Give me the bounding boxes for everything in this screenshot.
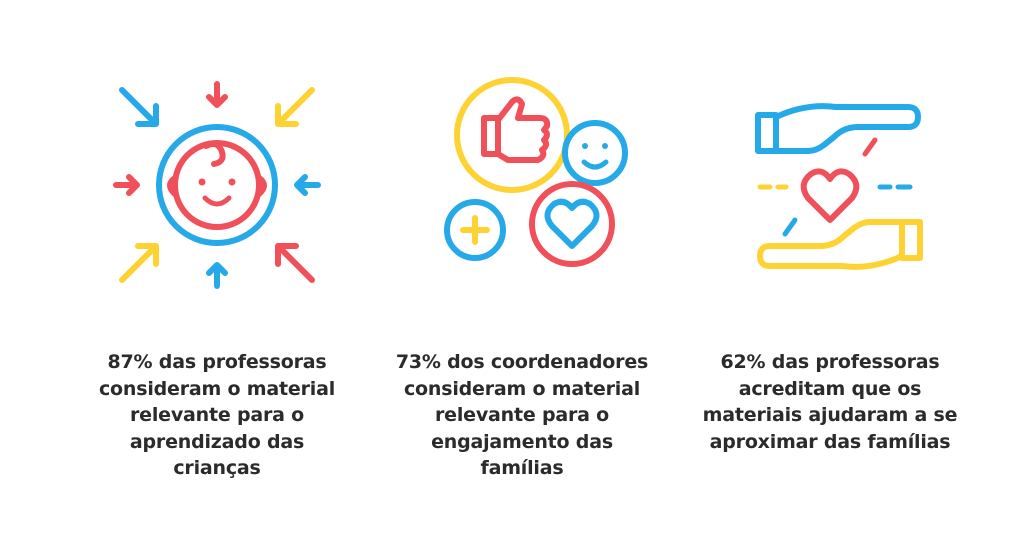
stat-card-family-approach: 62% das professoras acreditam que os mat…	[680, 0, 980, 533]
stat-card-family-engagement: 73% dos coordenadores consideram o mater…	[372, 0, 672, 533]
caption-line: acreditam que os	[738, 377, 922, 400]
caption-line: relevante para o	[434, 404, 610, 426]
caption-line: 87% das professoras	[107, 351, 327, 373]
caption-line: crianças	[173, 457, 261, 479]
stat-card-children-learning: 87% das professoras consideram o materia…	[67, 0, 367, 533]
caption-line: famílias	[480, 457, 564, 479]
caption-line: consideram o material	[403, 377, 641, 400]
stat-caption: 73% dos coordenadores consideram o mater…	[372, 349, 672, 482]
caption-line: consideram o material	[98, 377, 336, 400]
caption-line: 73% dos coordenadores	[395, 351, 649, 373]
hands-holding-heart-icon	[680, 70, 980, 300]
stat-caption: 87% das professoras consideram o materia…	[67, 349, 367, 482]
child-face-arrows-icon	[67, 70, 367, 300]
caption-line: relevante para o	[129, 404, 305, 426]
caption-line: aprendizado das	[129, 430, 305, 453]
caption-line: 62% das professoras	[720, 351, 940, 373]
thumbs-up-smiley-heart-icon	[372, 70, 672, 300]
caption-line: aproximar das famílias	[709, 430, 951, 453]
caption-line: materiais ajudaram a se	[702, 404, 958, 426]
stat-caption: 62% das professoras acreditam que os mat…	[680, 349, 980, 455]
caption-line: engajamento das	[431, 430, 613, 453]
